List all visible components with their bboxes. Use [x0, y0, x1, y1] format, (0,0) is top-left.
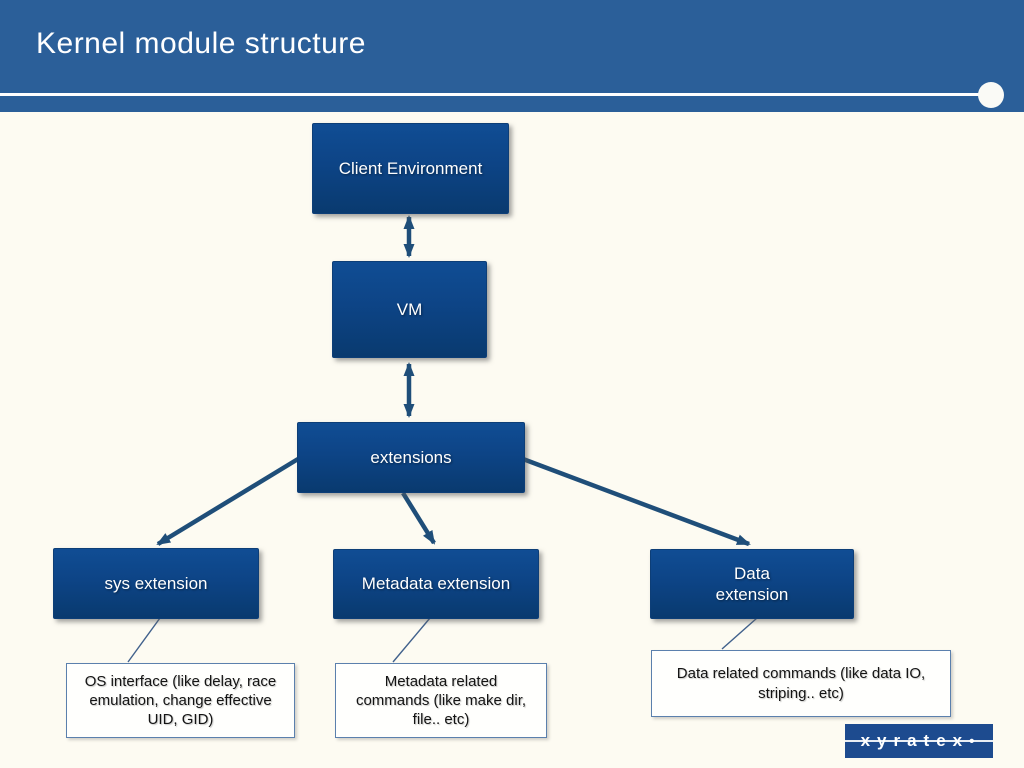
- annotation-metadata-commands-text: Metadata related commands (like make dir…: [355, 672, 527, 729]
- node-data-extension-label: Data extension: [715, 563, 789, 604]
- node-vm: VM: [332, 261, 487, 358]
- leader-data-callout: [721, 617, 758, 650]
- node-vm-label: VM: [396, 299, 423, 319]
- logo-strike-line: [845, 740, 993, 742]
- header-rule-line: [0, 93, 986, 96]
- xyratex-logo: xyratex •: [845, 724, 993, 758]
- annotation-os-interface-text: OS interface (like delay, race emulation…: [84, 672, 277, 729]
- annotation-data-commands-text: Data related commands (like data IO, str…: [676, 665, 926, 702]
- node-extensions-label: extensions: [370, 447, 452, 467]
- annotation-os-interface: OS interface (like delay, race emulation…: [66, 663, 295, 738]
- edge-extensions-metadata: [401, 491, 436, 545]
- header-banner: Kernel module structure: [0, 0, 1024, 112]
- node-extensions: extensions: [297, 422, 525, 493]
- logo-text: xyratex: [860, 731, 970, 750]
- edge-extensions-data: [522, 456, 751, 547]
- node-metadata-extension-label: Metadata extension: [361, 574, 511, 593]
- annotation-metadata-commands: Metadata related commands (like make dir…: [335, 663, 547, 738]
- node-data-extension: Data extension: [650, 549, 854, 619]
- edge-extensions-sys: [156, 457, 300, 546]
- header-rule-dot: [978, 82, 1004, 108]
- node-sys-extension-label: sys extension: [104, 573, 208, 593]
- logo-dot: •: [969, 732, 982, 750]
- leader-metadata-callout: [392, 617, 431, 663]
- slide-title: Kernel module structure: [36, 27, 366, 60]
- node-sys-extension: sys extension: [53, 548, 259, 619]
- node-client-environment-label: Client Environment: [338, 158, 483, 178]
- annotation-data-commands: Data related commands (like data IO, str…: [651, 650, 951, 717]
- node-metadata-extension: Metadata extension: [333, 549, 539, 619]
- leader-sys-callout: [127, 617, 161, 663]
- node-client-environment: Client Environment: [312, 123, 509, 214]
